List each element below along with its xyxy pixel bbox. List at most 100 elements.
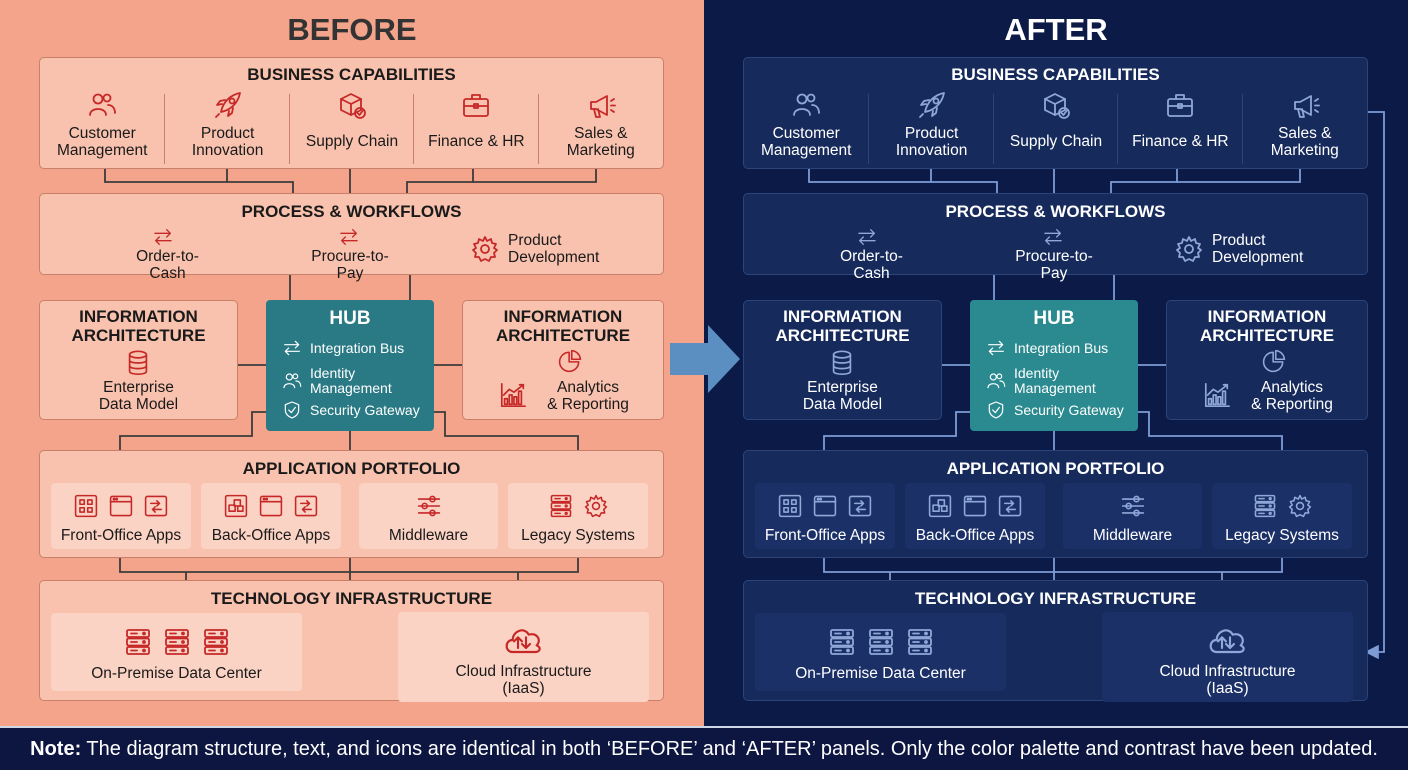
app-tile-2[interactable]: Back-Office Apps bbox=[201, 483, 341, 549]
server-icon bbox=[548, 493, 574, 519]
grid-icon bbox=[777, 493, 803, 519]
shield-icon bbox=[986, 400, 1006, 420]
capability-4[interactable]: Finance & HR bbox=[413, 94, 538, 164]
capability-5[interactable]: Sales & Marketing bbox=[1241, 94, 1367, 164]
app-tile-4[interactable]: Legacy Systems bbox=[1212, 483, 1352, 549]
cloud-icon bbox=[498, 620, 546, 660]
process-1[interactable]: Order-to-Cash bbox=[840, 248, 903, 282]
cloud-tile[interactable]: Cloud Infrastructure (IaaS) bbox=[398, 612, 649, 702]
app-icons bbox=[201, 493, 341, 519]
hub-item-label: Security Gateway bbox=[1014, 401, 1124, 418]
infra-label: On-Premise Data Center bbox=[795, 665, 966, 682]
cubes-icon bbox=[927, 493, 953, 519]
process-1[interactable]: Order-to-Cash bbox=[136, 248, 199, 282]
app-label: Back-Office Apps bbox=[915, 527, 1035, 544]
capability-label: Supply Chain bbox=[1009, 133, 1103, 150]
megaphone-icon bbox=[586, 90, 616, 120]
app-label: Front-Office Apps bbox=[60, 527, 182, 544]
exchange-icon bbox=[986, 338, 1006, 358]
capability-label: Sales & Marketing bbox=[1270, 125, 1339, 159]
pie-chart-icon bbox=[557, 348, 583, 374]
package-icon bbox=[1041, 90, 1071, 120]
infra-label: Cloud Infrastructure (IaaS) bbox=[455, 663, 592, 697]
capability-4[interactable]: Finance & HR bbox=[1117, 94, 1242, 164]
process-3[interactable]: Product Development bbox=[508, 232, 600, 266]
note-label: Note: bbox=[30, 738, 82, 760]
cloud-tile[interactable]: Cloud Infrastructure (IaaS) bbox=[1102, 612, 1353, 702]
process-workflows-section: PROCESS & WORKFLOWS Order-to-Cash Procure-… bbox=[39, 193, 664, 282]
app-label: Front-Office Apps bbox=[764, 527, 886, 544]
hub-item-2[interactable]: Identity Management bbox=[986, 366, 1096, 396]
users-icon bbox=[791, 90, 821, 120]
info-label: Enterprise Data Model bbox=[98, 379, 179, 413]
capability-label: Product Innovation bbox=[191, 125, 264, 159]
app-label: Middleware bbox=[388, 527, 469, 544]
hub-title: HUB bbox=[329, 308, 371, 329]
code-icon bbox=[997, 493, 1023, 519]
hub-item-2[interactable]: Identity Management bbox=[282, 366, 392, 396]
bar-chart-icon bbox=[1203, 381, 1231, 409]
exchange-icon bbox=[337, 226, 361, 248]
cog-icon bbox=[470, 234, 500, 264]
briefcase-icon bbox=[1165, 90, 1195, 120]
hub-title: HUB bbox=[1033, 308, 1075, 329]
capability-2[interactable]: Product Innovation bbox=[164, 92, 289, 164]
app-tile-2[interactable]: Back-Office Apps bbox=[905, 483, 1045, 549]
on-premise-tile[interactable]: On-Premise Data Center bbox=[755, 613, 1006, 691]
process-2[interactable]: Procure-to-Pay bbox=[311, 248, 389, 282]
briefcase-icon bbox=[461, 90, 491, 120]
capability-2[interactable]: Product Innovation bbox=[868, 92, 993, 164]
app-tile-3[interactable]: Middleware bbox=[1063, 483, 1202, 549]
capability-5[interactable]: Sales & Marketing bbox=[537, 94, 663, 164]
capability-3[interactable]: Supply Chain bbox=[992, 93, 1118, 164]
process-3[interactable]: Product Development bbox=[1212, 232, 1304, 266]
pie-chart-icon bbox=[1261, 348, 1287, 374]
server-icon bbox=[905, 625, 935, 659]
window-icon bbox=[258, 493, 284, 519]
on-premise-tile[interactable]: On-Premise Data Center bbox=[51, 613, 302, 691]
section-title: INFORMATION ARCHITECTURE bbox=[775, 307, 910, 345]
users-icon bbox=[986, 371, 1006, 391]
section-title: TECHNOLOGY INFRASTRUCTURE bbox=[914, 589, 1197, 608]
sliders-icon bbox=[1120, 493, 1146, 519]
app-label: Back-Office Apps bbox=[211, 527, 331, 544]
cog-icon bbox=[583, 493, 609, 519]
app-icons bbox=[1063, 493, 1202, 519]
app-tile-3[interactable]: Middleware bbox=[359, 483, 498, 549]
hub-item-3[interactable]: Security Gateway bbox=[986, 400, 1124, 420]
section-title: TECHNOLOGY INFRASTRUCTURE bbox=[210, 589, 493, 608]
users-icon bbox=[282, 371, 302, 391]
capability-label: Customer Management bbox=[56, 125, 148, 159]
package-icon bbox=[337, 90, 367, 120]
cog-icon bbox=[1287, 493, 1313, 519]
infra-label: Cloud Infrastructure (IaaS) bbox=[1159, 663, 1296, 697]
section-title: INFORMATION ARCHITECTURE bbox=[1199, 307, 1335, 345]
section-title: BUSINESS CAPABILITIES bbox=[247, 65, 456, 84]
hub-item-1[interactable]: Integration Bus bbox=[986, 338, 1108, 358]
app-label: Legacy Systems bbox=[521, 527, 635, 544]
process-2[interactable]: Procure-to-Pay bbox=[1015, 248, 1093, 282]
capability-3[interactable]: Supply Chain bbox=[288, 93, 414, 164]
transition-arrow-icon bbox=[670, 325, 740, 393]
section-title: APPLICATION PORTFOLIO bbox=[242, 459, 461, 478]
app-tile-4[interactable]: Legacy Systems bbox=[508, 483, 648, 549]
section-title: PROCESS & WORKFLOWS bbox=[241, 202, 462, 221]
capability-1[interactable]: Customer Management bbox=[744, 93, 868, 164]
exchange-icon bbox=[282, 338, 302, 358]
capability-1[interactable]: Customer Management bbox=[40, 93, 164, 164]
hub-item-3[interactable]: Security Gateway bbox=[282, 400, 420, 420]
hub-item-1[interactable]: Integration Bus bbox=[282, 338, 404, 358]
app-tile-1[interactable]: Front-Office Apps bbox=[755, 483, 895, 549]
hub-item-label: Identity Management bbox=[310, 365, 392, 396]
server-icon bbox=[162, 625, 192, 659]
app-tile-1[interactable]: Front-Office Apps bbox=[51, 483, 191, 549]
capability-label: Supply Chain bbox=[305, 133, 399, 150]
window-icon bbox=[962, 493, 988, 519]
app-label: Legacy Systems bbox=[1225, 527, 1339, 544]
